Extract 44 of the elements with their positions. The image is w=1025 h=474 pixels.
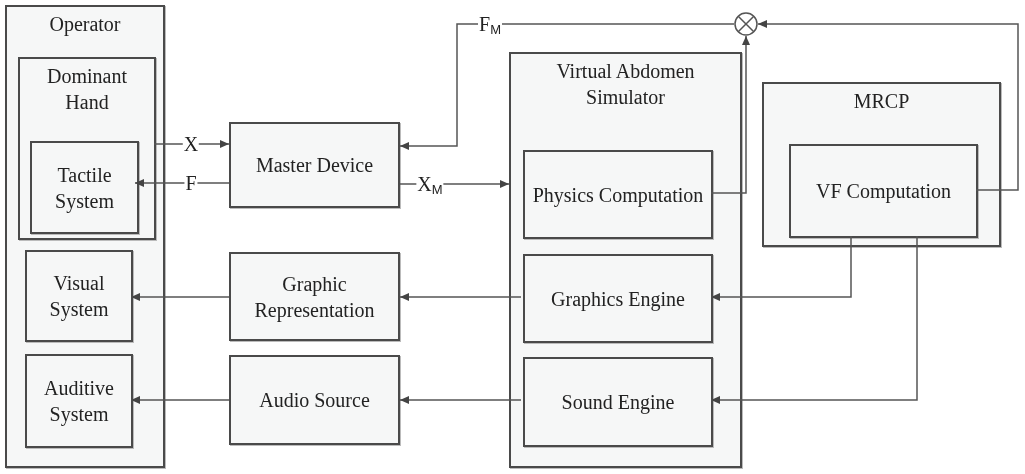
- edge-label: F: [184, 173, 198, 193]
- process-box: [523, 357, 713, 447]
- box-label: Tactile System: [54, 162, 115, 214]
- box-label: Master Device: [254, 153, 375, 178]
- arrow: [399, 293, 522, 301]
- edge-label: X: [182, 134, 200, 154]
- group-title: MRCP: [852, 89, 911, 114]
- box-label: VF Computation: [815, 179, 952, 204]
- arrow: [757, 20, 1019, 191]
- box-label: Physics Computation: [531, 182, 705, 208]
- arrow: [710, 235, 852, 301]
- group-box: [5, 5, 165, 468]
- arrow: [710, 235, 918, 404]
- arrow: [399, 396, 522, 404]
- arrow: [134, 179, 230, 187]
- process-box: [229, 252, 400, 341]
- group-box: [509, 52, 742, 468]
- process-box: [523, 254, 713, 343]
- arrow: [153, 140, 230, 148]
- arrow: [710, 35, 750, 194]
- process-box: [229, 122, 400, 208]
- group-box: [762, 82, 1001, 247]
- edge-label: F$_{M}$: [478, 14, 502, 34]
- arrow: [399, 23, 735, 150]
- process-box: [25, 354, 133, 448]
- process-box: [30, 141, 139, 234]
- group-title: Dominant Hand: [46, 64, 128, 115]
- box-label: Audio Source: [258, 388, 371, 413]
- group-title: Virtual Abdomen Simulator: [555, 59, 696, 110]
- arrow: [130, 396, 230, 404]
- edge-label: X$_{M}$: [416, 174, 444, 194]
- process-box: [229, 355, 400, 445]
- process-box: [789, 144, 978, 238]
- process-box: [523, 150, 713, 239]
- group-box: [18, 57, 156, 240]
- arrow: [130, 293, 230, 301]
- box-label: Auditive System: [43, 376, 115, 427]
- box-label: Graphic Representation: [253, 271, 376, 323]
- summing-junction: [734, 12, 758, 36]
- process-box: [25, 250, 133, 342]
- box-label: Visual System: [48, 271, 110, 322]
- box-label: Sound Engine: [560, 390, 676, 415]
- box-label: Graphics Engine: [550, 286, 686, 312]
- group-title: Operator: [48, 12, 122, 37]
